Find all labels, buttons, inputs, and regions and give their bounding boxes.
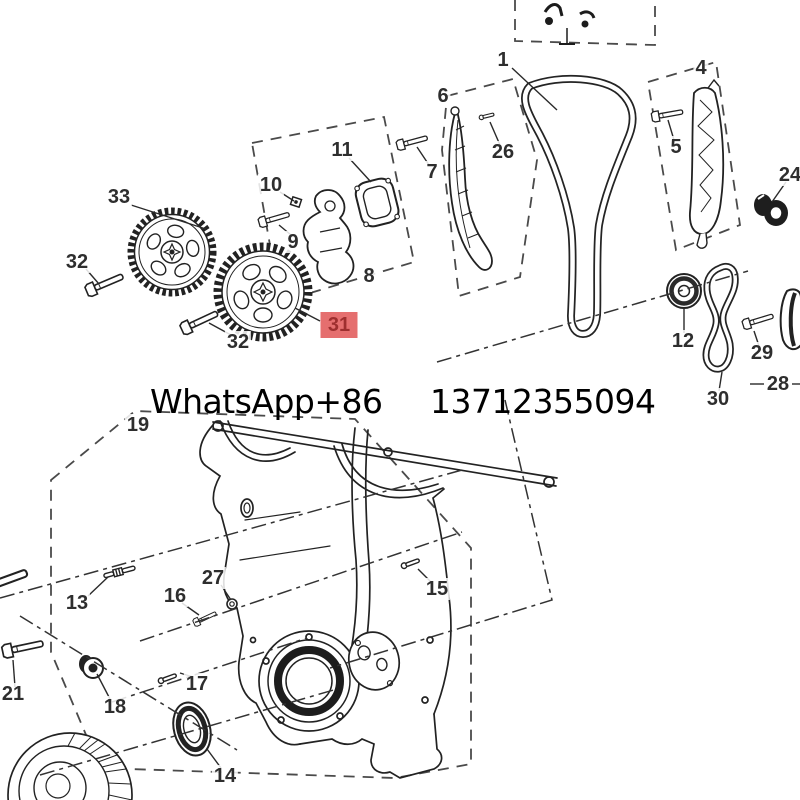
grommet-24-drawing: [754, 194, 788, 226]
bolt-29-drawing: [740, 310, 776, 331]
gasket-11-drawing: [354, 177, 400, 228]
dashed-box-4: [646, 60, 741, 252]
nut-27-drawing: [226, 598, 238, 610]
camshaft-sprocket-33-drawing: [127, 207, 217, 297]
leader-lines: [12, 67, 800, 769]
bolt-left-edge-drawing: [0, 563, 31, 599]
bolt-32b-drawing: [178, 306, 221, 337]
dashed-box-6: [441, 77, 538, 298]
oil-seal-14-drawing: [172, 701, 212, 757]
bolt-9-drawing: [257, 208, 292, 229]
chain-guide-6-drawing: [448, 106, 493, 271]
pin-15-drawing: [399, 556, 421, 570]
axis-lines: [0, 270, 749, 776]
nut-10-drawing: [289, 195, 303, 209]
camshaft-sprocket-31-drawing: [213, 242, 313, 342]
tensioner-drawing: [302, 189, 355, 285]
timing-chain-drawing: [521, 74, 637, 338]
chain-guide-4-drawing: [689, 78, 725, 249]
bolt-5-drawing: [650, 106, 685, 124]
tensioner-shoe-28-drawing: [779, 288, 800, 351]
pin-17-drawing: [156, 671, 178, 685]
idler-gear-12-drawing: [666, 273, 702, 309]
bracket-part-drawing: [543, 3, 596, 45]
dashed-box-19: [50, 410, 472, 779]
oil-pump-chain-30-drawing: [702, 262, 739, 373]
stud-13-drawing: [103, 565, 136, 579]
dashed-box-top: [514, 0, 656, 46]
bolt-21-drawing: [0, 635, 46, 660]
timing-cover-drawing: [199, 420, 558, 779]
pin-26-drawing: [478, 111, 495, 121]
washer-18-drawing: [79, 655, 104, 679]
bolt-7-drawing: [395, 132, 430, 152]
